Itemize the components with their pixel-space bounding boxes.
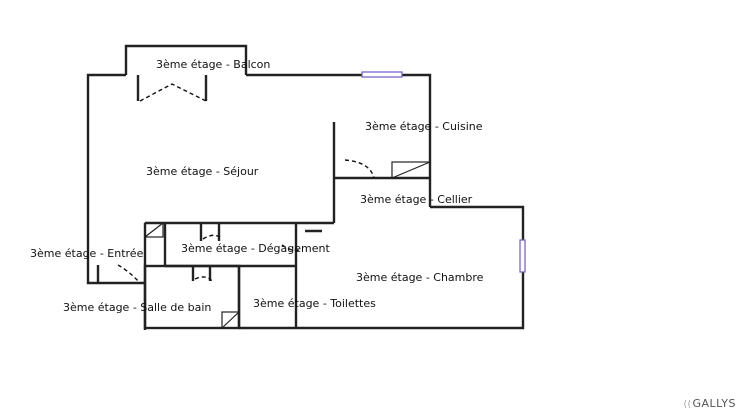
room-labels: 3ème étage - Balcon 3ème étage - Cuisine… [30,58,484,314]
room-label-sejour: 3ème étage - Séjour [146,165,259,178]
room-label-entree: 3ème étage - Entrée [30,247,144,260]
room-label-balcon: 3ème étage - Balcon [156,58,270,71]
room-label-cellier: 3ème étage - Cellier [360,193,473,206]
room-label-toilettes: 3ème étage - Toilettes [253,297,376,310]
room-label-cuisine: 3ème étage - Cuisine [365,120,483,133]
room-label-degagement: 3ème étage - Dégagement [181,242,330,255]
gallys-logo-icon: ⟨⟨ [683,400,692,410]
door-swings [117,83,375,284]
walls [86,44,525,330]
windows [361,71,526,273]
brand-logo: ⟨⟨GALLYS [683,397,736,410]
room-label-salle-de-bain: 3ème étage - Salle de bain [63,301,211,314]
window-chambre [519,239,526,273]
window-sejour [361,71,403,78]
brand-text: GALLYS [692,397,736,410]
room-label-chambre: 3ème étage - Chambre [356,271,484,284]
